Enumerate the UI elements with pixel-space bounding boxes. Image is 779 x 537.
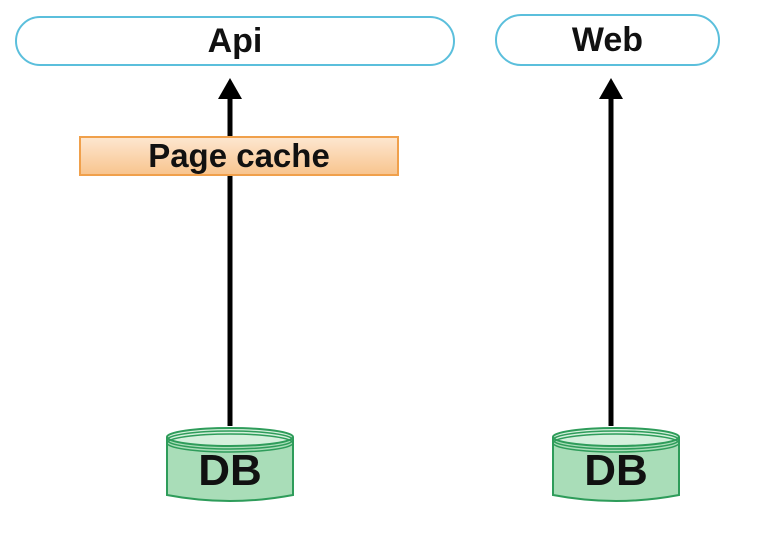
web-node: Web [495,14,720,66]
database-icon [552,427,680,502]
page-cache-node: Page cache [79,136,399,176]
database-icon [166,427,294,502]
db-left-node: DB [165,425,295,507]
arrow-db-to-api [218,78,242,426]
db-right-node: DB [551,425,681,507]
db-left-label: DB [198,446,262,495]
page-cache-label: Page cache [148,137,330,174]
arrowhead-right [599,78,623,99]
arrowhead-left [218,78,242,99]
db-right-label: DB [584,446,648,495]
api-node-label: Api [207,21,263,60]
api-node: Api [15,16,455,66]
arrow-db-to-web [599,78,623,426]
web-node-label: Web [571,20,644,59]
